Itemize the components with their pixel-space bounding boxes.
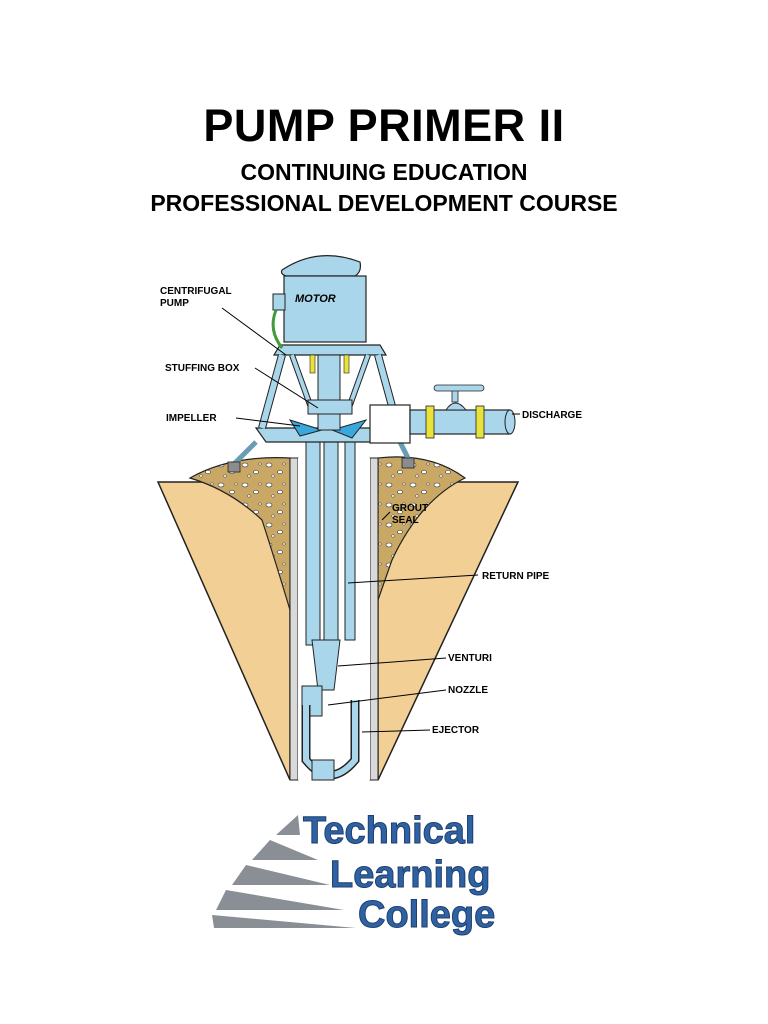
ejector-assembly xyxy=(301,639,360,781)
label-ejector: EJECTOR xyxy=(432,725,480,736)
label-impeller: IMPELLER xyxy=(166,413,217,424)
label-centrifugal-pump-2: PUMP xyxy=(160,298,189,309)
callout-lines xyxy=(221,307,520,733)
page-title: PUMP PRIMER II xyxy=(203,100,565,151)
soil-ground xyxy=(156,481,520,781)
logo-triangle xyxy=(212,815,356,928)
inner-pipes xyxy=(305,429,356,646)
label-centrifugal-pump-1: CENTRIFUGAL xyxy=(160,286,232,297)
subtitle-line-1: CONTINUING EDUCATION xyxy=(240,159,528,185)
logo-text-college: College xyxy=(358,894,495,936)
label-grout-seal-2: SEAL xyxy=(392,515,419,526)
label-stuffing-box: STUFFING BOX xyxy=(165,363,240,374)
subtitle-line-2: PROFESSIONAL DEVELOPMENT COURSE xyxy=(150,190,618,216)
college-logo: Technical Learning College xyxy=(212,810,496,937)
discharge-assembly xyxy=(369,384,516,444)
label-nozzle: NOZZLE xyxy=(448,685,488,696)
logo-text-technical: Technical xyxy=(303,810,475,852)
label-venturi: VENTURI xyxy=(448,653,492,664)
logo-text-learning: Learning xyxy=(330,854,490,896)
motor: MOTOR xyxy=(271,255,367,349)
label-discharge: DISCHARGE xyxy=(522,410,582,421)
label-grout-seal-1: GROUT xyxy=(392,503,428,514)
label-return-pipe: RETURN PIPE xyxy=(482,571,550,582)
motor-label: MOTOR xyxy=(295,293,336,305)
pump-frame xyxy=(258,344,402,431)
